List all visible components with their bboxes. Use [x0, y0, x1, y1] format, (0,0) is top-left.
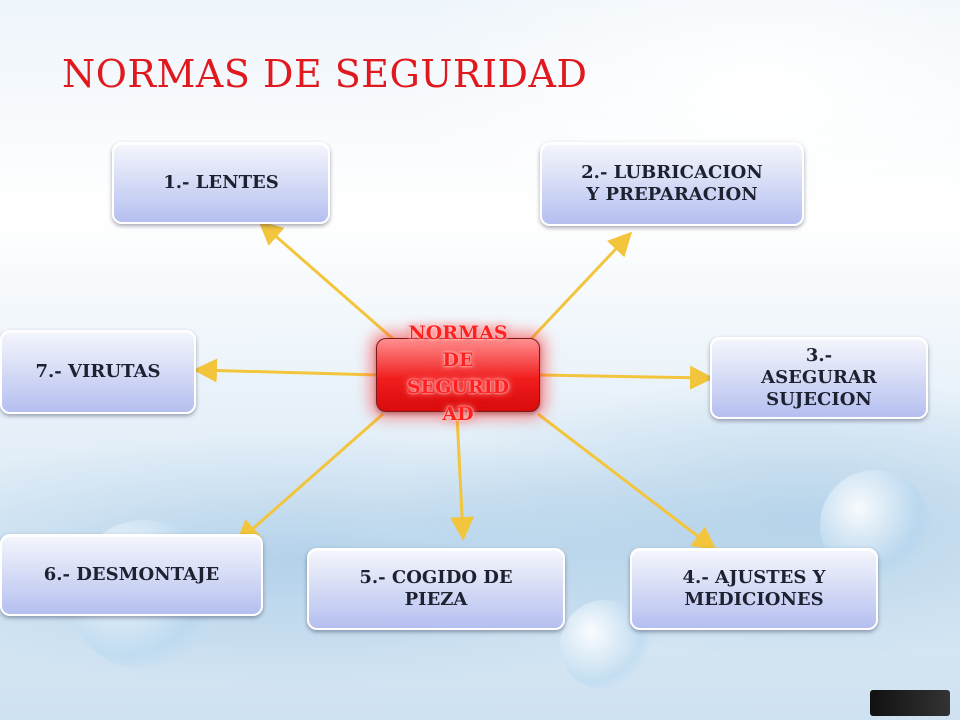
node-ajustes: 4.- AJUSTES Y MEDICIONES — [630, 548, 878, 630]
arrow-to-desmontaje — [235, 412, 384, 544]
corner-logo — [870, 690, 950, 716]
node-lentes: 1.- LENTES — [112, 142, 330, 224]
node-asegurar: 3.- ASEGURAR SUJECION — [710, 337, 928, 419]
arrow-to-lentes — [258, 221, 401, 347]
arrow-to-ajustes — [537, 412, 717, 551]
arrow-to-virutas — [193, 358, 379, 383]
arrow-to-asegurar — [539, 365, 714, 390]
node-virutas: 7.- VIRUTAS — [0, 330, 196, 414]
arrow-to-cogido — [450, 414, 475, 541]
node-lubricacion: 2.- LUBRICACION Y PREPARACION — [540, 142, 804, 226]
node-cogido: 5.- COGIDO DE PIEZA — [307, 548, 565, 630]
page-title: NORMAS DE SEGURIDAD — [62, 52, 588, 96]
arrow-to-lubricacion — [528, 231, 633, 342]
center-node-label: NORMAS DE SEGURID AD — [406, 322, 510, 425]
node-desmontaje: 6.- DESMONTAJE — [0, 534, 263, 616]
center-node — [376, 338, 540, 412]
